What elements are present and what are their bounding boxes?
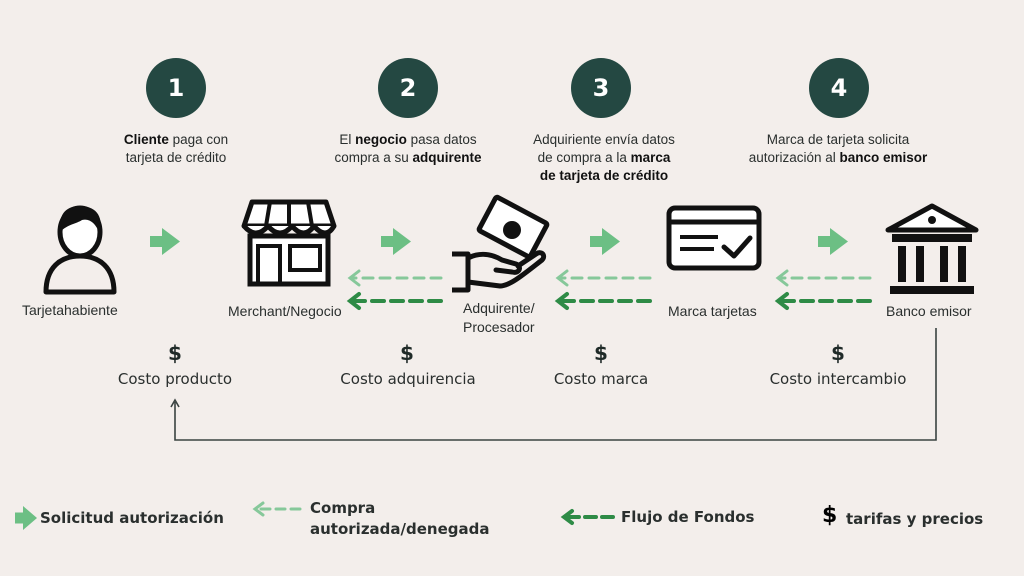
cost-brand-label: Costo marca	[553, 370, 649, 388]
step-4-description: Marca de tarjeta solicita autorización al…	[733, 131, 943, 167]
storefront-icon	[241, 199, 337, 287]
legend-authorized-label-line2: autorizada/denegada	[310, 520, 490, 538]
step-text-run: adquirente	[412, 150, 482, 165]
request-arrow-2	[381, 228, 411, 255]
legend-authorized-arrow-icon	[252, 501, 302, 517]
authorized-arrow-2	[555, 269, 652, 287]
step-3-number: 3	[571, 58, 631, 118]
legend-fees-label: tarifas y precios	[846, 510, 984, 528]
bank-building-icon	[885, 203, 979, 294]
actor-label-merchant: Merchant/Negocio	[228, 303, 342, 319]
step-text-run: tarjeta de crédito	[125, 150, 227, 165]
step-1-number: 1	[146, 58, 206, 118]
step-3-description: Adquiriente envía datos de compra a la ma…	[516, 131, 692, 185]
legend-request-label: Solicitud autorización	[40, 509, 224, 527]
cost-interchange-dollar-icon: $	[831, 341, 845, 365]
step-text-run: de tarjeta de crédito	[539, 168, 669, 183]
actor-label-acquirer-line1: Adquirente/	[463, 300, 535, 316]
step-text-run: Adquiriente envía datos	[533, 132, 675, 147]
funds-arrow-2	[554, 292, 652, 310]
actor-label-issuer: Banco emisor	[886, 303, 972, 319]
step-2-number: 2	[378, 58, 438, 118]
step-text-run: negocio	[355, 132, 407, 147]
step-text-run: marca	[630, 150, 671, 165]
legend-dollar-icon: $	[822, 503, 838, 528]
cost-product-label: Costo producto	[117, 370, 233, 388]
funds-arrow-3	[774, 292, 872, 310]
legend-request-arrow-icon	[15, 506, 37, 530]
request-arrow-4	[818, 228, 848, 255]
actor-label-cardholder: Tarjetahabiente	[22, 302, 118, 318]
step-2-description: El negocio pasa datos compra a su adquire…	[318, 131, 498, 167]
cost-product-dollar-icon: $	[168, 341, 182, 365]
legend-funds-arrow-icon	[560, 509, 615, 525]
cost-acquiring-label: Costo adquirencia	[340, 370, 476, 388]
step-text-run: Cliente	[123, 132, 169, 147]
step-text-run: compra a su	[334, 150, 413, 165]
step-text-run: autorización al	[748, 150, 840, 165]
funds-arrow-1	[346, 292, 443, 310]
cost-acquiring-dollar-icon: $	[400, 341, 414, 365]
step-text-run: Marca de tarjeta solicita	[766, 132, 910, 147]
legend-authorized-label-line1: Compra	[310, 499, 376, 517]
person-icon	[43, 205, 117, 295]
authorized-arrow-1	[347, 269, 443, 287]
cost-brand-dollar-icon: $	[594, 341, 608, 365]
actor-label-brand: Marca tarjetas	[668, 303, 757, 319]
step-text-run: de compra a la	[537, 150, 631, 165]
step-text-run: banco emisor	[839, 150, 928, 165]
step-text-run: pasa datos	[406, 132, 477, 147]
step-text-run: El	[339, 132, 356, 147]
legend-funds-label: Flujo de Fondos	[621, 508, 755, 526]
step-4-number: 4	[809, 58, 869, 118]
actor-label-acquirer-line2: Procesador	[463, 319, 535, 335]
request-arrow-3	[590, 228, 620, 255]
step-text-run: paga con	[168, 132, 229, 147]
step-1-description: Cliente paga con tarjeta de crédito	[96, 131, 256, 167]
request-arrow-1	[150, 228, 180, 255]
authorized-arrow-3	[775, 269, 872, 287]
cost-interchange-label: Costo intercambio	[769, 370, 907, 388]
hand-money-icon	[452, 194, 550, 293]
return-line	[170, 328, 937, 441]
credit-card-check-icon	[666, 205, 762, 271]
